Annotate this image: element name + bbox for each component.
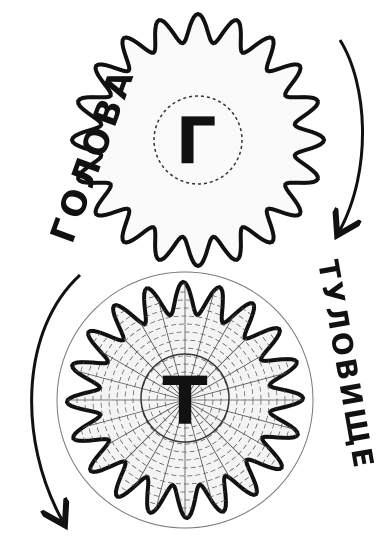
lower-gear-word: ТУЛОВИЩЕ xyxy=(311,257,380,472)
upper-gear-letter: Г xyxy=(176,105,217,179)
lower-gear-letter: Т xyxy=(162,363,207,440)
right-rotation-arrow xyxy=(340,40,363,230)
lower-gear: Т xyxy=(55,270,315,530)
